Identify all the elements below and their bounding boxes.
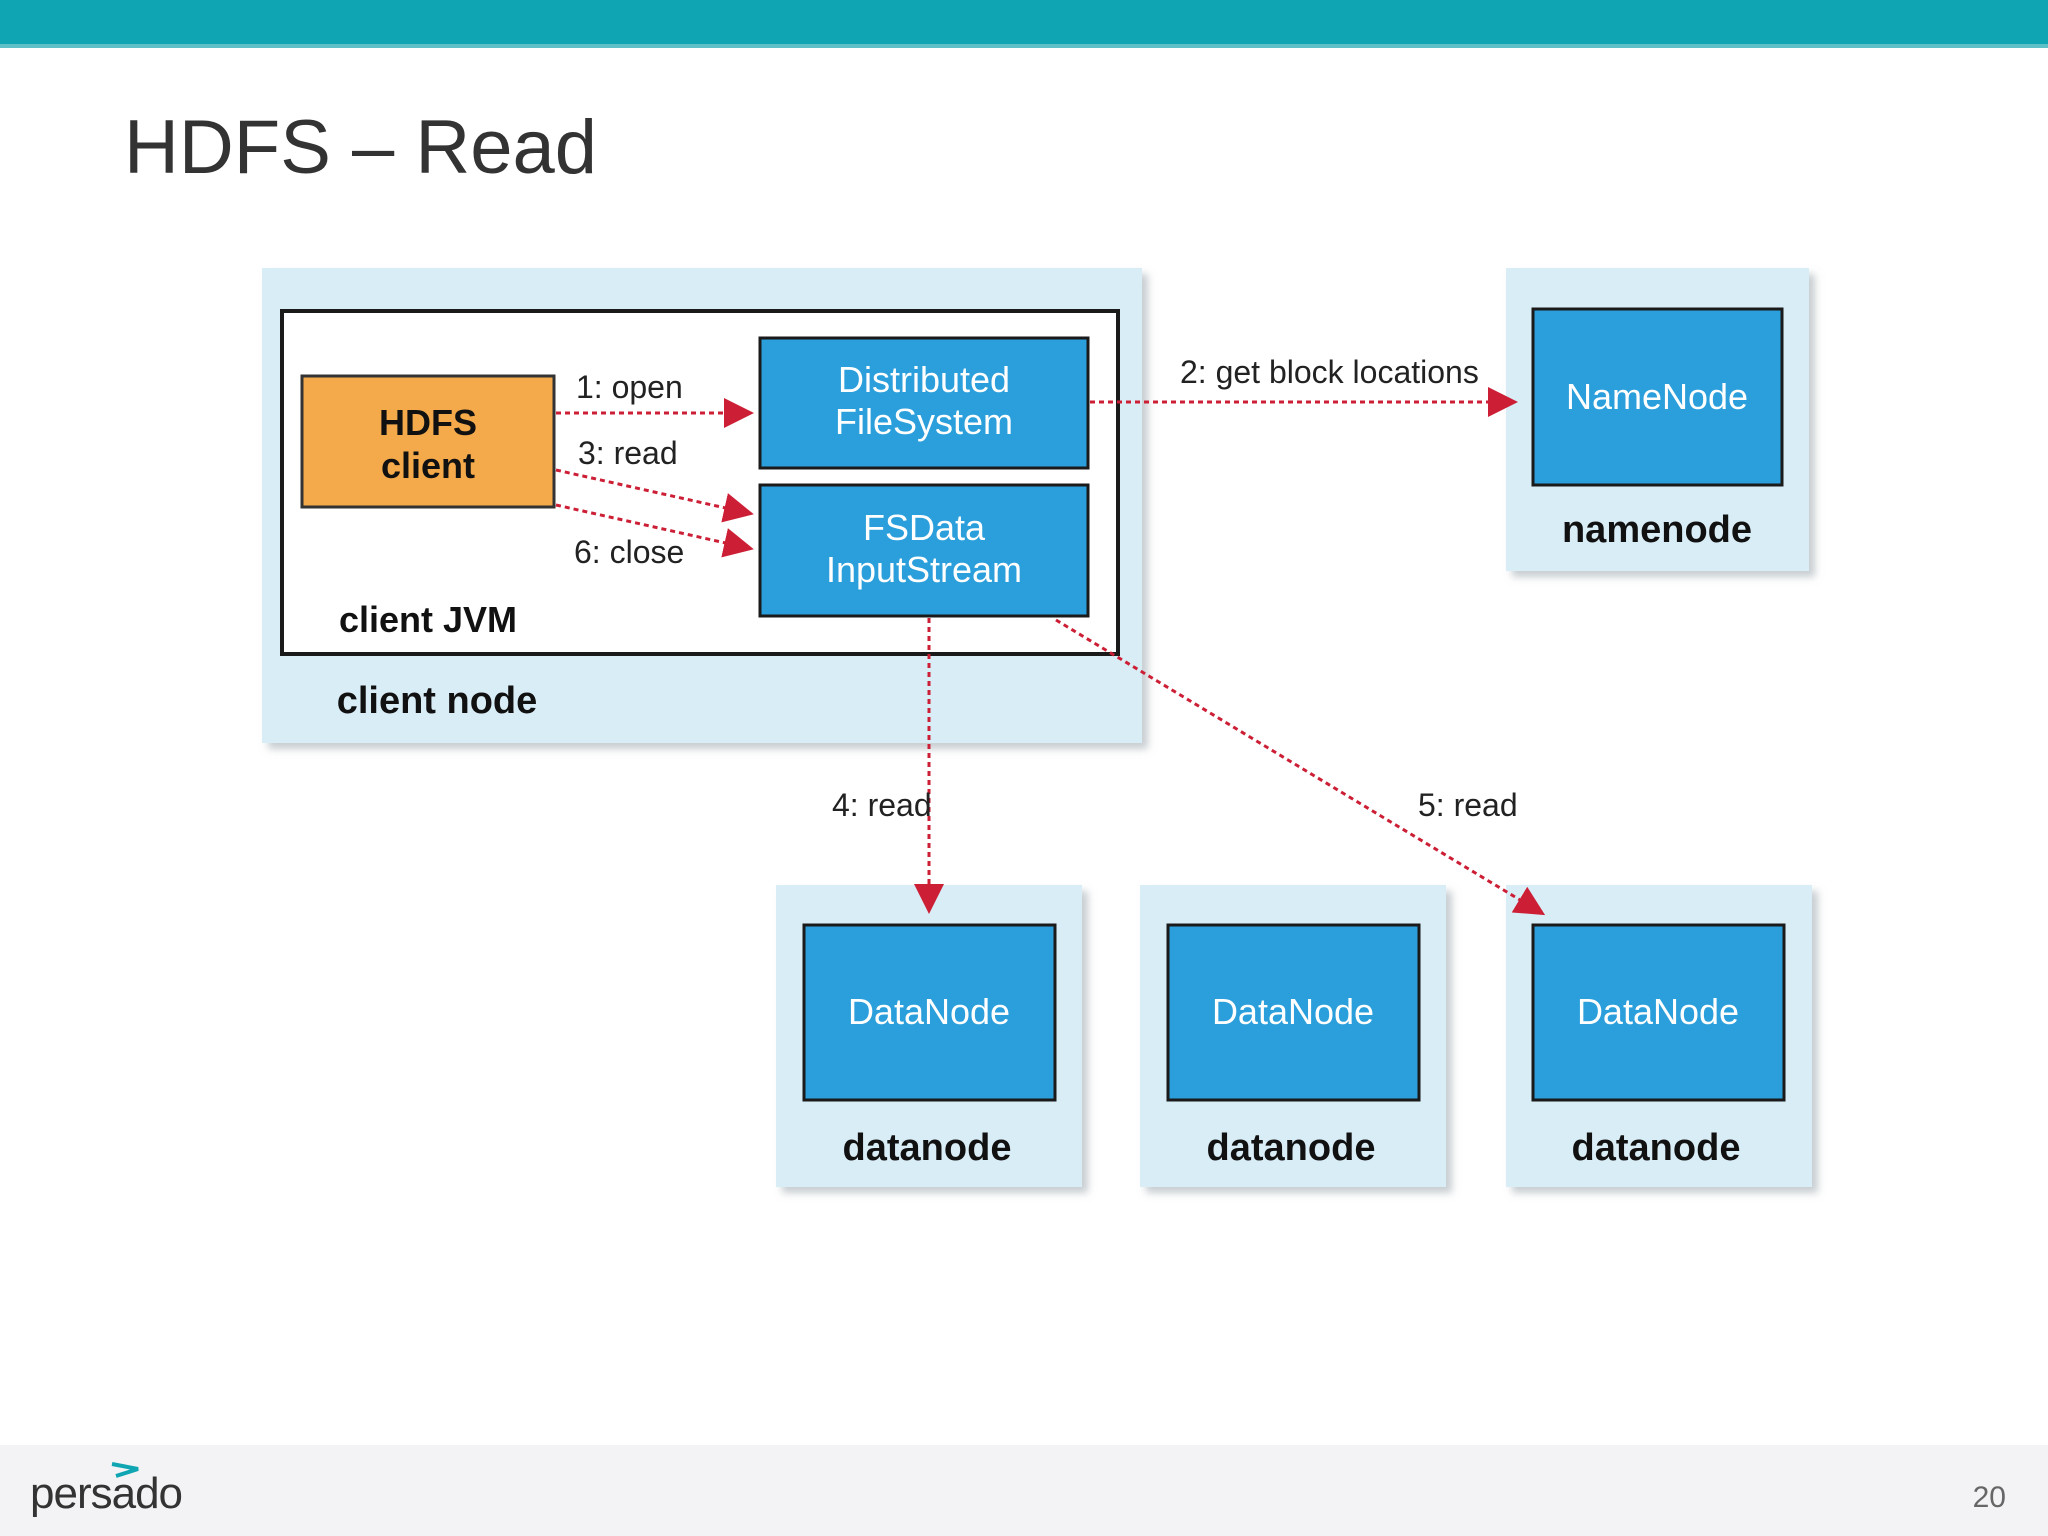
datanode-box-label-3: DataNode <box>1577 991 1739 1032</box>
datanode-box-label-1: DataNode <box>848 991 1010 1032</box>
client-node-label: client node <box>337 680 538 722</box>
logo-arrow-icon <box>111 1462 139 1478</box>
fsdata-inputstream-box <box>758 483 1090 618</box>
edge-close-label: 6: close <box>574 534 684 570</box>
header-bar <box>0 0 2048 48</box>
client-jvm-label: client JVM <box>339 599 517 640</box>
hdfs-client-box <box>300 374 556 509</box>
hdfs-client-label-line1: HDFS <box>379 402 477 443</box>
edge-read-5-label: 5: read <box>1418 787 1518 823</box>
datanode-label-1: datanode <box>843 1127 1012 1169</box>
edge-read-3 <box>555 468 754 523</box>
datanode-box-label-2: DataNode <box>1212 991 1374 1032</box>
datanode-box-2 <box>1166 923 1421 1102</box>
datanode-label-3: datanode <box>1572 1127 1741 1169</box>
hdfs-client-label-line2: client <box>381 445 475 486</box>
edge-get-block-locations-label: 2: get block locations <box>1180 354 1479 390</box>
logo-text: persado <box>30 1469 183 1518</box>
distributed-filesystem-label-line2: FileSystem <box>835 401 1013 442</box>
page-number: 20 <box>1972 1481 2006 1514</box>
fsdata-inputstream-label-line1: FSData <box>863 507 986 548</box>
distributed-filesystem-label-line1: Distributed <box>838 359 1010 400</box>
edge-open-label: 1: open <box>576 369 683 405</box>
edge-read-3-label: 3: read <box>578 435 678 471</box>
edge-close <box>555 503 754 558</box>
edge-read-4-label: 4: read <box>832 787 932 823</box>
slide-title: HDFS – Read <box>124 105 598 190</box>
persado-logo: persado <box>30 1460 190 1520</box>
distributed-filesystem-box <box>758 336 1090 470</box>
namenode-box <box>1531 307 1784 487</box>
footer-bar <box>0 1445 2048 1536</box>
edge-read-5 <box>1055 618 1546 916</box>
namenode-label: namenode <box>1562 509 1752 551</box>
datanode-label-2: datanode <box>1207 1127 1376 1169</box>
fsdata-inputstream-label-line2: InputStream <box>826 549 1022 590</box>
namenode-box-label: NameNode <box>1566 376 1748 417</box>
datanode-box-3 <box>1531 923 1786 1102</box>
datanode-box-1 <box>802 923 1057 1102</box>
